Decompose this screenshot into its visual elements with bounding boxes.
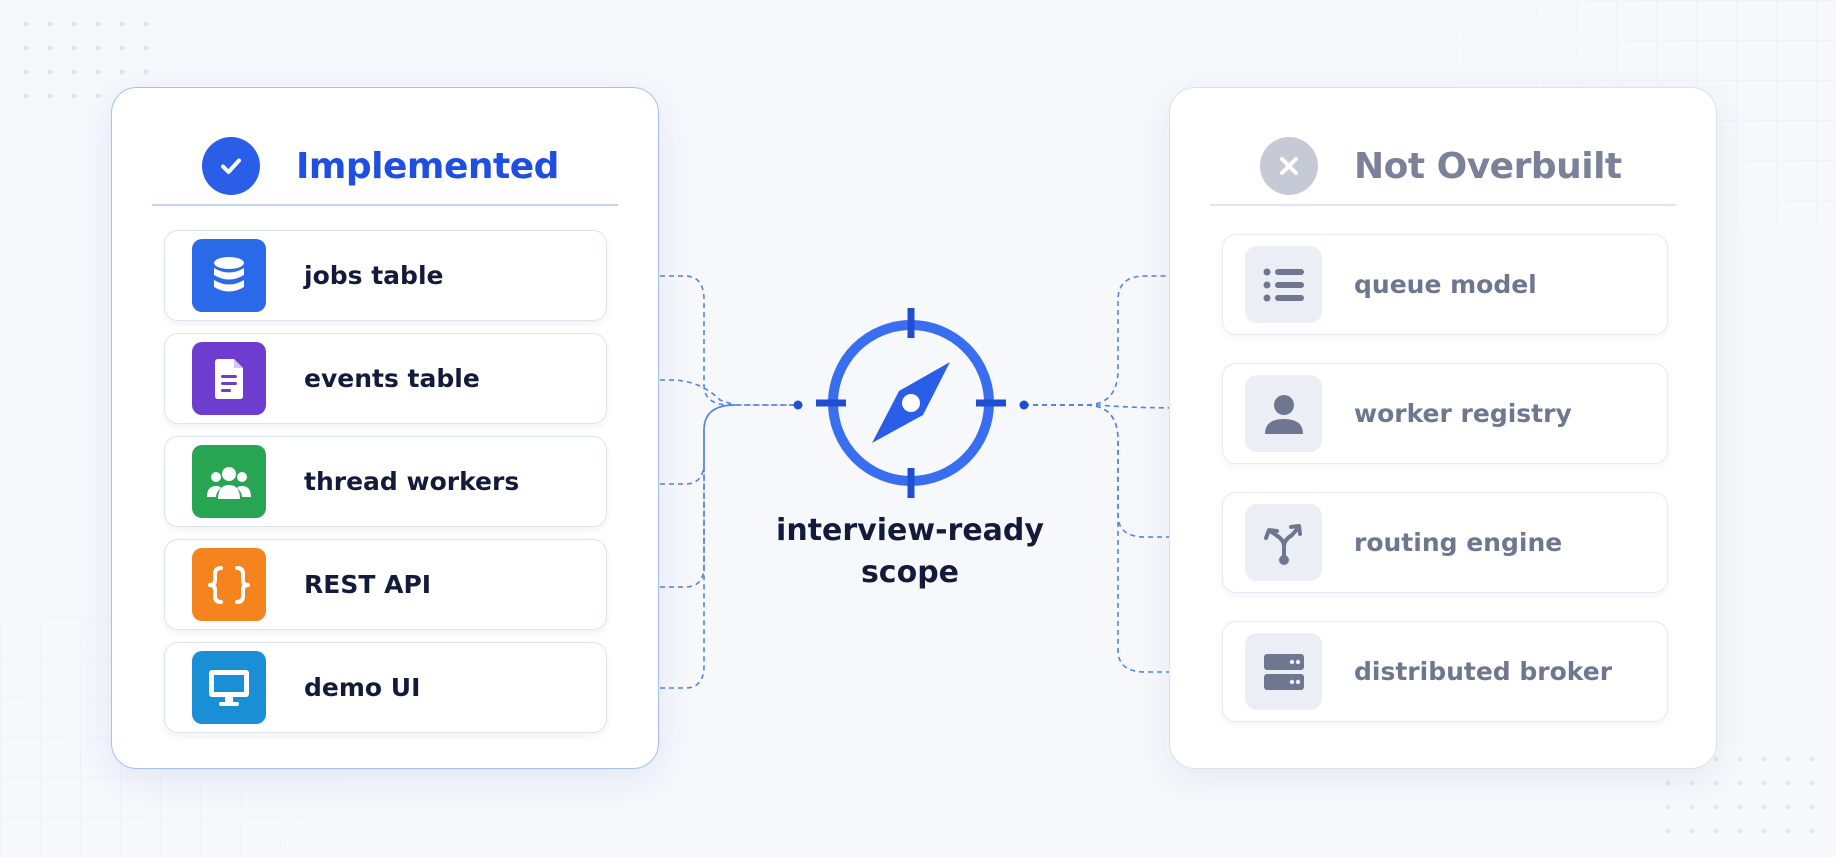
item-label: distributed broker bbox=[1354, 657, 1613, 686]
monitor-icon bbox=[192, 651, 266, 724]
item-label: routing engine bbox=[1354, 528, 1563, 557]
implemented-panel: Implemented jobs table events table bbox=[111, 87, 659, 769]
center-label-line2: scope bbox=[860, 555, 960, 590]
connector-dot bbox=[1019, 400, 1029, 410]
connector-queue-model bbox=[1024, 275, 1193, 406]
implemented-item-thread-workers: thread workers bbox=[164, 436, 607, 527]
implemented-item-events-table: events table bbox=[164, 333, 607, 424]
center-label-line1: interview-ready bbox=[776, 513, 1044, 548]
connector-dot bbox=[793, 400, 803, 410]
item-label: thread workers bbox=[304, 467, 520, 496]
connector-events-table bbox=[633, 379, 798, 406]
center-scope-label: interview-ready scope bbox=[760, 510, 1060, 594]
item-label: jobs table bbox=[304, 261, 444, 290]
not-overbuilt-item-distributed-broker: distributed broker bbox=[1222, 621, 1668, 722]
connector-distributed-broker bbox=[1024, 404, 1193, 673]
item-label: queue model bbox=[1354, 270, 1537, 299]
x-circle-icon bbox=[1260, 137, 1318, 195]
compass-icon bbox=[816, 308, 1006, 498]
person-icon bbox=[1245, 375, 1322, 452]
list-icon bbox=[1245, 246, 1322, 323]
server-icon bbox=[1245, 633, 1322, 710]
not-overbuilt-item-queue-model: queue model bbox=[1222, 234, 1668, 335]
item-label: worker registry bbox=[1354, 399, 1572, 428]
implemented-header: Implemented bbox=[152, 128, 618, 206]
item-label: demo UI bbox=[304, 673, 421, 702]
split-arrows-icon bbox=[1245, 504, 1322, 581]
not-overbuilt-item-routing-engine: routing engine bbox=[1222, 492, 1668, 593]
users-icon bbox=[192, 445, 266, 518]
implemented-item-jobs-table: jobs table bbox=[164, 230, 607, 321]
database-icon bbox=[192, 239, 266, 312]
connector-jobs-table bbox=[633, 275, 798, 406]
braces-icon bbox=[192, 548, 266, 621]
not-overbuilt-item-worker-registry: worker registry bbox=[1222, 363, 1668, 464]
item-label: events table bbox=[304, 364, 480, 393]
implemented-title: Implemented bbox=[296, 145, 559, 187]
not-overbuilt-panel: Not Overbuilt queue model worker registr… bbox=[1169, 87, 1717, 769]
connector-worker-registry bbox=[1024, 404, 1194, 409]
item-label: REST API bbox=[304, 570, 432, 599]
connector-demo-ui bbox=[633, 404, 736, 689]
implemented-item-demo-ui: demo UI bbox=[164, 642, 607, 733]
document-icon bbox=[192, 342, 266, 415]
check-circle-icon bbox=[202, 137, 260, 195]
not-overbuilt-header: Not Overbuilt bbox=[1210, 128, 1676, 206]
implemented-item-rest-api: REST API bbox=[164, 539, 607, 630]
not-overbuilt-title: Not Overbuilt bbox=[1354, 145, 1622, 187]
connector-rest-api bbox=[633, 404, 736, 588]
